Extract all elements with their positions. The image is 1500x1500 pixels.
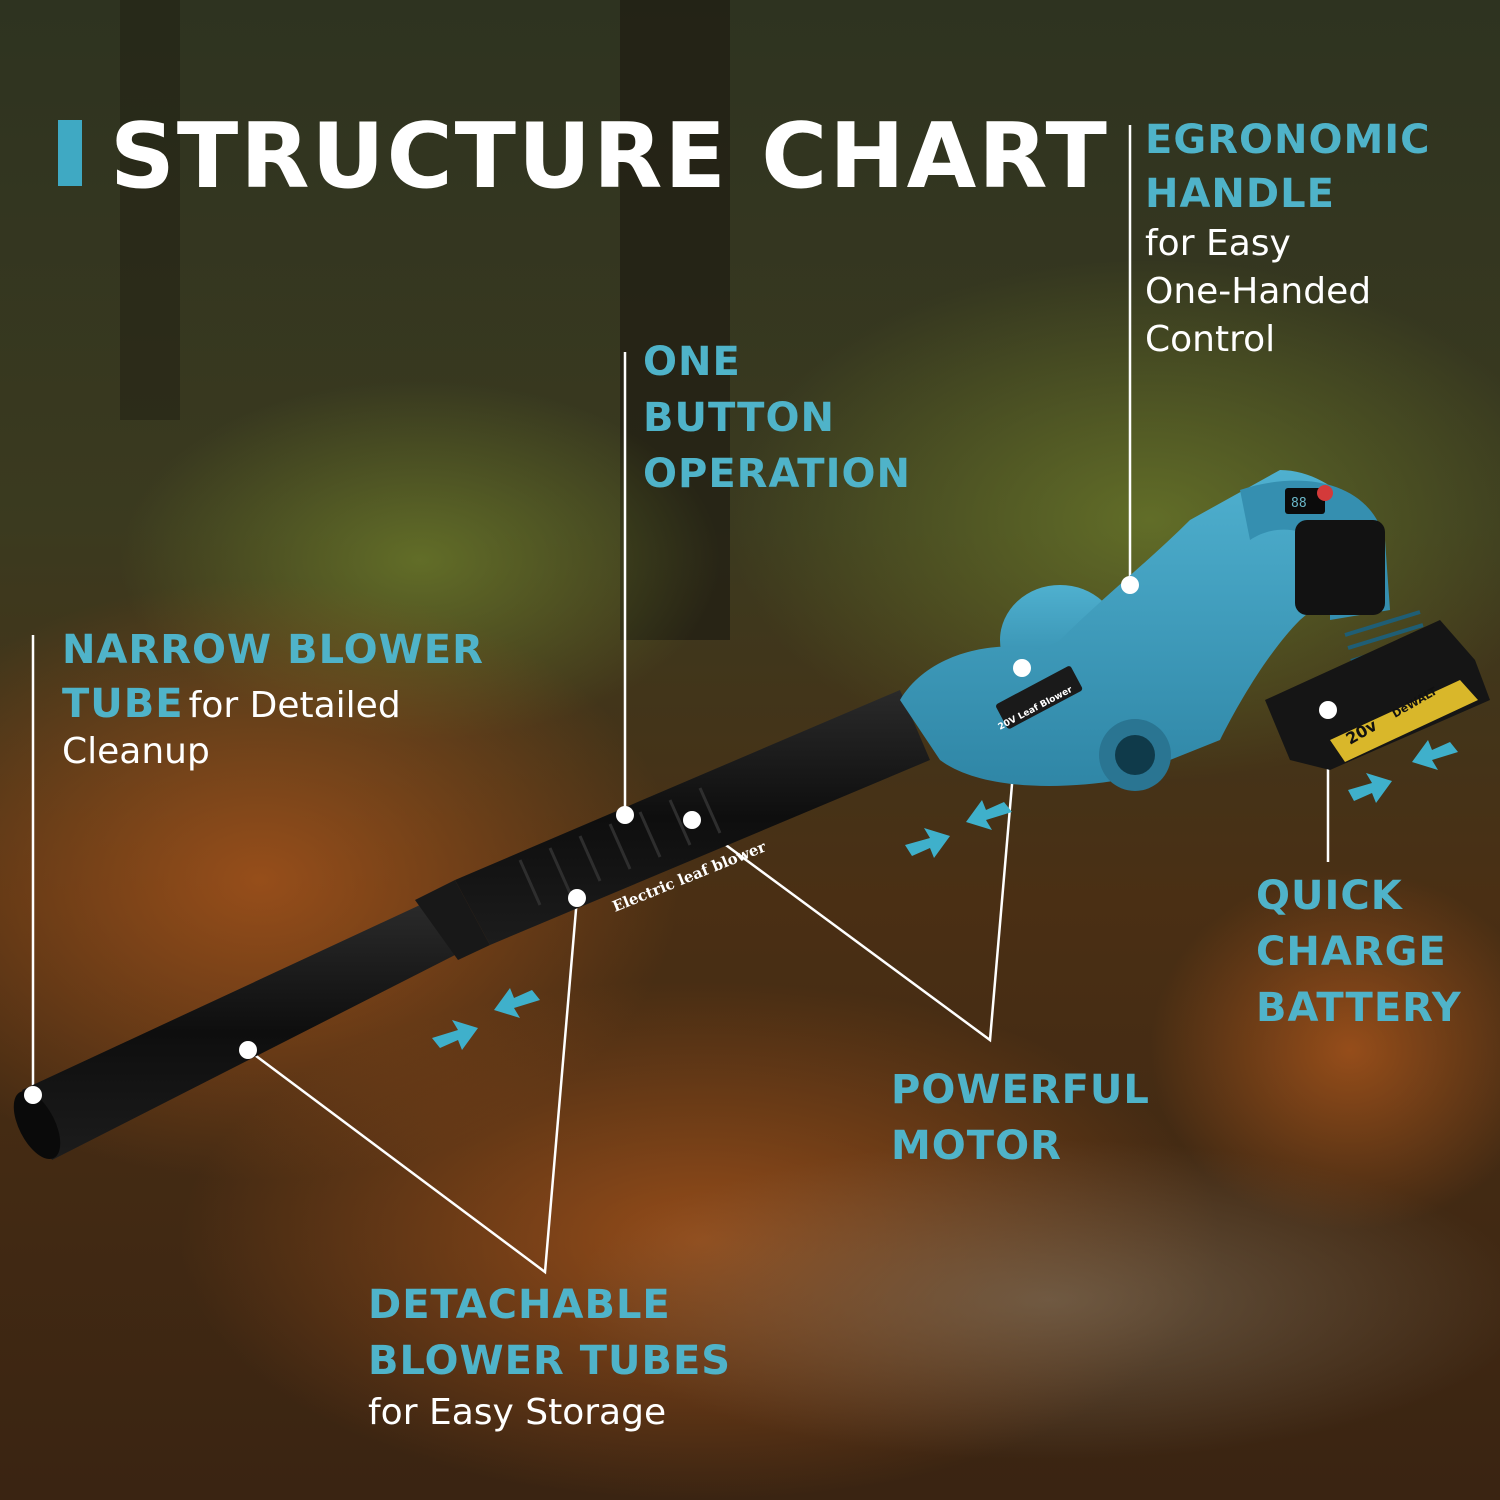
callout-dot-icon bbox=[1013, 659, 1031, 677]
display-readout: 88 bbox=[1291, 496, 1307, 511]
callout-text: Control bbox=[1145, 319, 1276, 360]
callout-text: for Easy bbox=[1145, 223, 1291, 264]
callout-dot-icon bbox=[683, 811, 701, 829]
leader-line-motor bbox=[691, 667, 1024, 1043]
callout-text: for Easy Storage bbox=[368, 1392, 667, 1433]
digital-display bbox=[1285, 488, 1325, 514]
battery-pack bbox=[1265, 620, 1490, 770]
callout-heading: MOTOR bbox=[891, 1123, 1062, 1169]
callout-dot-icon bbox=[1121, 576, 1139, 594]
battery-label bbox=[1330, 680, 1478, 762]
leader-lines bbox=[31, 125, 1330, 1275]
callout-dots bbox=[24, 576, 1337, 1104]
leader-line-tubes bbox=[247, 897, 579, 1275]
callout-heading: CHARGE bbox=[1256, 929, 1447, 975]
callout-dot-icon bbox=[239, 1041, 257, 1059]
tube-coupler bbox=[415, 880, 490, 960]
intake-hole bbox=[1115, 735, 1155, 775]
callout-text: for Detailed bbox=[188, 685, 401, 726]
path-glow bbox=[570, 1140, 1500, 1460]
callout-heading: BATTERY bbox=[1256, 985, 1462, 1031]
callout-text: Cleanup bbox=[62, 731, 210, 772]
callout-heading: NARROW BLOWER bbox=[62, 627, 484, 673]
tube-nozzle bbox=[22, 905, 455, 1160]
callout-battery: QUICK CHARGE BATTERY bbox=[1256, 876, 1462, 1028]
callout-heading: ONE bbox=[643, 339, 741, 385]
callout-text: One-Handed bbox=[1145, 271, 1372, 312]
callout-dot-icon bbox=[616, 806, 634, 824]
handle-grip bbox=[1295, 520, 1385, 615]
callout-heading: DETACHABLE bbox=[368, 1282, 671, 1328]
callout-heading: QUICK bbox=[1256, 873, 1403, 919]
callout-handle: EGRONOMIC HANDLE for Easy One-Handed Con… bbox=[1145, 120, 1430, 358]
leaves-glow bbox=[1150, 870, 1500, 1230]
tube-grip-ribs bbox=[518, 787, 722, 906]
callout-dot-icon bbox=[24, 1086, 42, 1104]
callout-heading: BUTTON bbox=[643, 395, 835, 441]
callout-motor: POWERFUL MOTOR bbox=[891, 1070, 1150, 1166]
arrow-pair-icon bbox=[432, 988, 540, 1050]
callout-dot-icon bbox=[1319, 701, 1337, 719]
tree-trunk bbox=[120, 0, 180, 420]
callout-heading: EGRONOMIC bbox=[1145, 117, 1431, 163]
callout-heading: BLOWER TUBES bbox=[368, 1338, 732, 1384]
page-title: STRUCTURE CHART bbox=[110, 104, 1109, 209]
arrow-pair-icon bbox=[1348, 740, 1458, 803]
callout-button: ONE BUTTON OPERATION bbox=[643, 342, 911, 494]
label-sticker bbox=[996, 666, 1083, 729]
callout-heading: TUBE bbox=[62, 681, 184, 727]
title-accent-bar bbox=[58, 120, 82, 186]
power-button bbox=[1317, 485, 1333, 501]
callout-heading: POWERFUL bbox=[891, 1067, 1150, 1113]
callout-heading: OPERATION bbox=[643, 451, 911, 497]
blower-body: 88 20V Leaf Blower 20v DeWALT bbox=[900, 470, 1490, 791]
foliage-glow bbox=[730, 260, 1500, 780]
callout-heading: HANDLE bbox=[1145, 171, 1335, 217]
callout-dot-icon bbox=[568, 889, 586, 907]
tube-tip bbox=[13, 1091, 61, 1159]
callout-narrow-tube: NARROW BLOWER TUBE for Detailed Cleanup bbox=[62, 630, 484, 770]
arrow-pair-icon bbox=[905, 800, 1012, 858]
callout-detachable-tubes: DETACHABLE BLOWER TUBES for Easy Storage bbox=[368, 1285, 731, 1431]
